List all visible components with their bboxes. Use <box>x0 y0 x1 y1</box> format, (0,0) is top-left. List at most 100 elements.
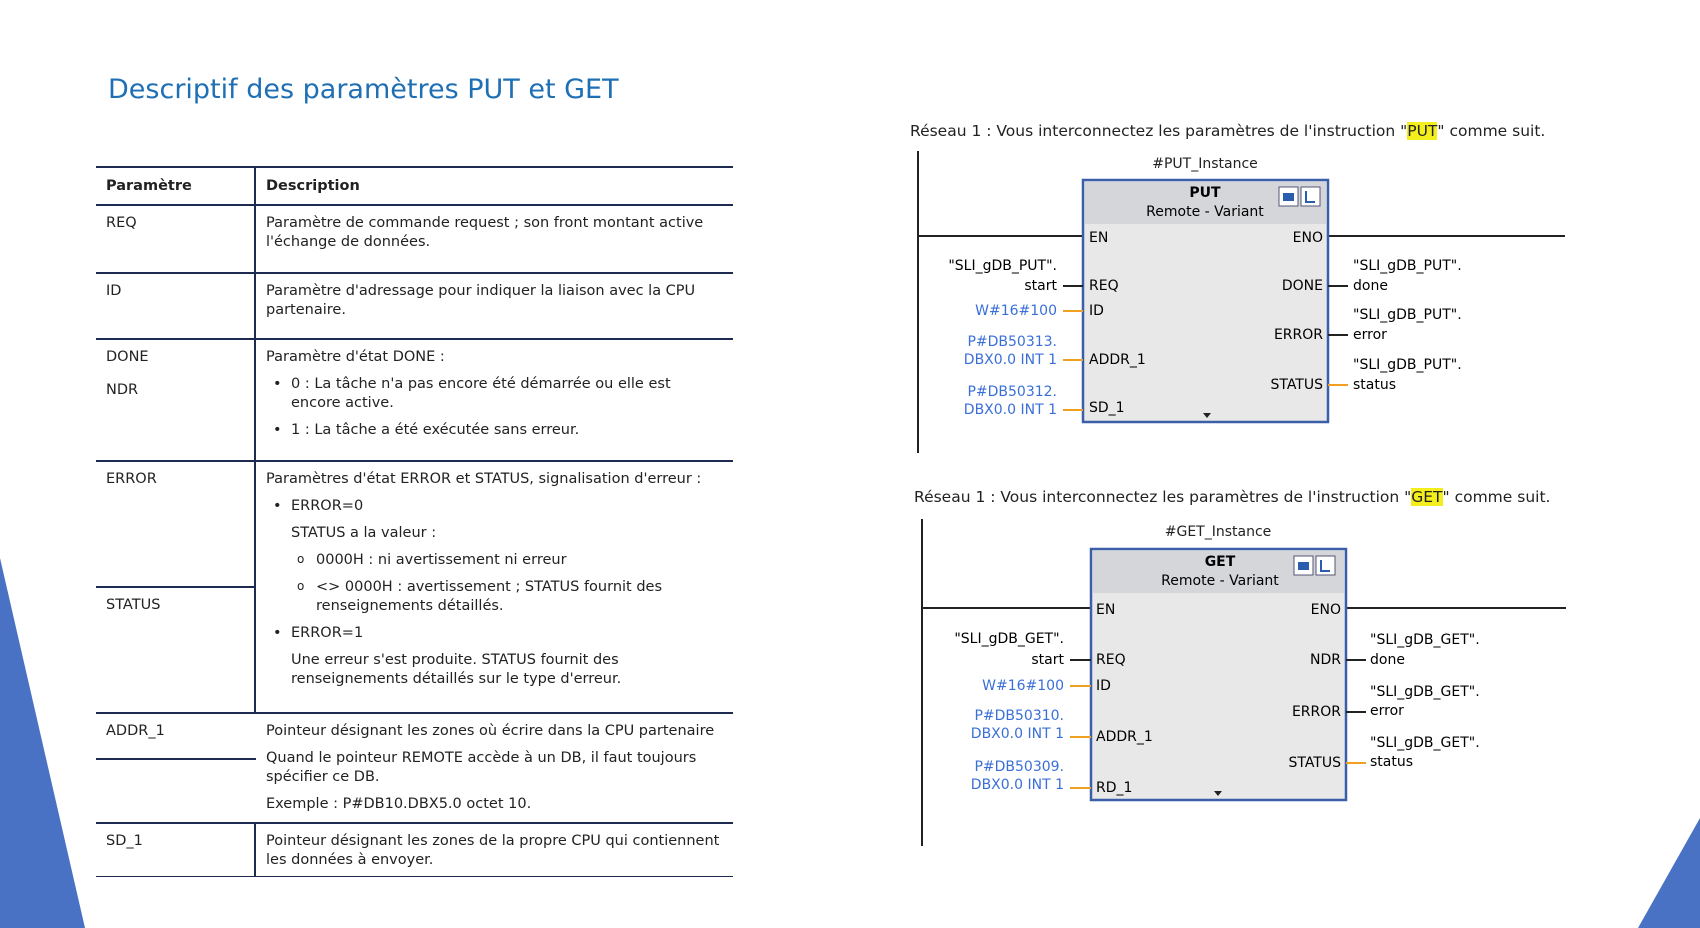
get-addr-value-1: DBX0.0 INT 1 <box>971 726 1064 742</box>
desc-addr-0: Pointeur désignant les zones où écrire d… <box>266 723 715 739</box>
get-pin-addr1: ADDR_1 <box>1096 729 1153 745</box>
put-addr-value-0: P#DB50313. <box>967 334 1057 350</box>
table-row-done: DONE NDR Paramètre d'état DONE : 0 : La … <box>96 338 733 460</box>
get-instance-label: #GET_Instance <box>1165 524 1272 540</box>
put-error-tag: "SLI_gDB_PUT". <box>1353 307 1462 323</box>
desc-addr-1: Quand le pointeur REMOTE accède à un DB,… <box>266 750 697 785</box>
param-ndr: NDR <box>106 382 139 398</box>
put-sd-value-1: DBX0.0 INT 1 <box>964 402 1057 418</box>
row-divider-status <box>96 586 256 588</box>
desc-req: Paramètre de commande request ; son fron… <box>266 215 704 250</box>
get-diagnostic-icon[interactable] <box>1315 555 1336 576</box>
param-done: DONE <box>106 349 149 365</box>
desc-error-subbullet-0: 0000H : ni avertissement ni erreur <box>266 550 723 570</box>
put-network-title: Réseau 1 : Vous interconnectez les param… <box>910 122 1546 140</box>
get-pin-ndr: NDR <box>1310 652 1341 668</box>
put-pin-status: STATUS <box>1270 377 1323 393</box>
put-pin-sd1: SD_1 <box>1089 400 1125 416</box>
get-error-member: error <box>1370 703 1404 719</box>
desc-error-sub-0: STATUS a la valeur : <box>291 525 437 541</box>
desc-error-bullet-0: ERROR=0 <box>266 497 723 516</box>
get-rd-value-1: DBX0.0 INT 1 <box>971 777 1064 793</box>
get-req-start: start <box>1031 652 1064 668</box>
put-keyword-highlight: PUT <box>1407 122 1438 140</box>
header-parametre: Paramètre <box>96 168 256 204</box>
corner-decoration-right <box>1638 818 1700 928</box>
desc-error-bullet-1: ERROR=1 <box>266 624 723 643</box>
param-addr: ADDR_1 <box>106 723 165 739</box>
row-divider-addr <box>96 758 256 760</box>
table-row-addr: ADDR_1 Pointeur désignant les zones où é… <box>96 712 733 822</box>
param-req: REQ <box>106 215 137 231</box>
get-status-member: status <box>1370 754 1413 770</box>
desc-done-bullet-0: 0 : La tâche n'a pas encore été démarrée… <box>266 375 723 413</box>
param-error: ERROR <box>106 471 157 487</box>
put-block-name: PUT <box>1189 185 1221 201</box>
corner-decoration-left <box>0 558 85 928</box>
put-status-tag: "SLI_gDB_PUT". <box>1353 357 1462 373</box>
get-config-icon[interactable] <box>1293 555 1314 576</box>
put-pin-en: EN <box>1089 230 1108 246</box>
put-block-diagram: #PUT_Instance PUT Remote - Variant EN RE… <box>917 151 1565 453</box>
put-sd-value-0: P#DB50312. <box>967 384 1057 400</box>
get-pin-req: REQ <box>1096 652 1126 668</box>
desc-error: Paramètres d'état ERROR et STATUS, signa… <box>266 471 702 487</box>
get-pin-error: ERROR <box>1292 704 1341 720</box>
get-expand-icon[interactable] <box>1214 791 1222 796</box>
get-ndr-tag: "SLI_gDB_GET". <box>1370 632 1480 648</box>
table-row-sd: SD_1 Pointeur désignant les zones de la … <box>96 822 733 877</box>
get-pin-eno: ENO <box>1311 602 1341 618</box>
parameter-table: Paramètre Description REQ Paramètre de c… <box>96 166 733 877</box>
desc-error-sub-1: Une erreur s'est produite. STATUS fourni… <box>291 652 622 687</box>
put-diagnostic-icon[interactable] <box>1300 186 1321 207</box>
get-pin-rd1: RD_1 <box>1096 780 1132 796</box>
get-block-subtitle: Remote - Variant <box>1161 573 1279 589</box>
get-pin-id: ID <box>1096 678 1111 694</box>
put-req-tag: "SLI_gDB_PUT". <box>948 258 1057 274</box>
put-expand-icon[interactable] <box>1203 413 1211 418</box>
table-header-row: Paramètre Description <box>96 166 733 204</box>
desc-error-subbullet-1: <> 0000H : avertissement ; STATUS fourni… <box>266 577 723 616</box>
put-block-subtitle: Remote - Variant <box>1146 204 1264 220</box>
desc-sd: Pointeur désignant les zones de la propr… <box>266 833 720 868</box>
param-sd: SD_1 <box>106 833 143 849</box>
put-done-tag: "SLI_gDB_PUT". <box>1353 258 1462 274</box>
put-error-member: error <box>1353 327 1387 343</box>
put-pin-error: ERROR <box>1274 327 1323 343</box>
table-row-id: ID Paramètre d'adressage pour indiquer l… <box>96 272 733 338</box>
get-error-tag: "SLI_gDB_GET". <box>1370 684 1480 700</box>
put-addr-value-1: DBX0.0 INT 1 <box>964 352 1057 368</box>
get-pin-en: EN <box>1096 602 1115 618</box>
header-description: Description <box>266 178 360 194</box>
slide-title: Descriptif des paramètres PUT et GET <box>108 74 619 105</box>
get-block-diagram: #GET_Instance GET Remote - Variant EN RE… <box>921 519 1566 846</box>
table-row-req: REQ Paramètre de commande request ; son … <box>96 204 733 272</box>
get-rd-value-0: P#DB50309. <box>974 759 1064 775</box>
get-keyword-highlight: GET <box>1411 488 1443 506</box>
get-id-value: W#16#100 <box>982 678 1064 694</box>
get-ndr-member: done <box>1370 652 1405 668</box>
put-status-member: status <box>1353 377 1396 393</box>
put-done-member: done <box>1353 278 1388 294</box>
get-block-name: GET <box>1205 554 1236 570</box>
desc-done-bullet-1: 1 : La tâche a été exécutée sans erreur. <box>266 421 723 440</box>
put-req-start: start <box>1024 278 1057 294</box>
get-pin-status: STATUS <box>1288 755 1341 771</box>
param-status: STATUS <box>106 597 161 613</box>
put-pin-eno: ENO <box>1293 230 1323 246</box>
get-network-title: Réseau 1 : Vous interconnectez les param… <box>914 488 1551 506</box>
desc-id: Paramètre d'adressage pour indiquer la l… <box>266 283 696 318</box>
get-req-tag: "SLI_gDB_GET". <box>954 631 1064 647</box>
put-pin-req: REQ <box>1089 278 1119 294</box>
param-id: ID <box>106 283 122 299</box>
put-pin-done: DONE <box>1282 278 1323 294</box>
desc-done: Paramètre d'état DONE : <box>266 349 445 365</box>
put-instance-label: #PUT_Instance <box>1152 156 1258 172</box>
desc-addr-2: Exemple : P#DB10.DBX5.0 octet 10. <box>266 796 532 812</box>
put-pin-addr1: ADDR_1 <box>1089 352 1146 368</box>
table-row-error: ERROR STATUS Paramètres d'état ERROR et … <box>96 460 733 712</box>
get-addr-value-0: P#DB50310. <box>974 708 1064 724</box>
put-id-value: W#16#100 <box>975 303 1057 319</box>
put-pin-id: ID <box>1089 303 1104 319</box>
put-config-icon[interactable] <box>1278 186 1299 207</box>
